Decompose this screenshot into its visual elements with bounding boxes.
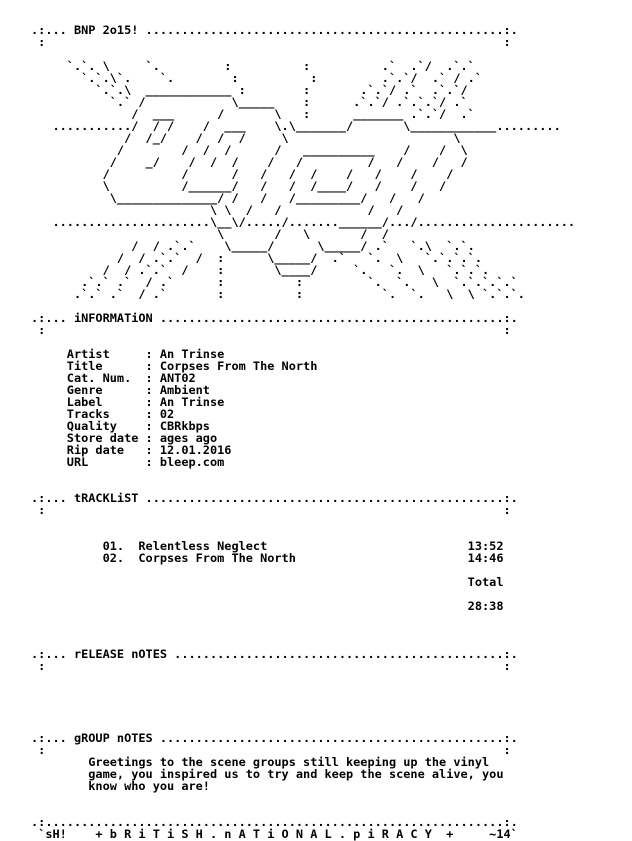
nfo-line: : : (31, 659, 518, 673)
nfo-line: ......................\__\/...../.......… (31, 215, 590, 229)
nfo-line: .:... iNFORMATiON ......................… (31, 311, 518, 325)
nfo-line: : : (31, 743, 518, 757)
nfo-line: `.`.\`. `. : : .`.`/ .` / .` (31, 71, 525, 85)
nfo-line: .........../ / / / ___ \.\_______/ \____… (31, 119, 576, 133)
nfo-line: Genre : Ambient (31, 383, 210, 397)
nfo-line: 01. Relentless Neglect 13:52 (31, 539, 504, 553)
nfo-line: / ___ / \ : _______ .`.`/ .` (31, 107, 525, 121)
nfo-line: .`.` .` / .` : : `. `. \ \ `.`.`. (31, 287, 554, 301)
nfo-line: 28:38 (31, 599, 504, 613)
nfo-line: Rip date : 12.01.2016 (31, 443, 232, 457)
nfo-line: 02. Corpses From The North 14:46 (31, 551, 504, 565)
nfo-line: .:... BNP 2o15! ........................… (31, 23, 518, 37)
nfo-line: \ \ / / / / (31, 203, 547, 217)
nfo-line: Greetings to the scene groups still keep… (31, 755, 490, 769)
nfo-line: .:... tRACKLiST ........................… (31, 491, 518, 505)
nfo-line: / / .`.` / : \_____/ .` `. \ `.`.`.`. (31, 251, 561, 265)
nfo-line: Cat. Num. : ANT02 (31, 371, 196, 385)
nfo-line: URL : bleep.com (31, 455, 225, 469)
nfo-line: / / .`.` / : \____/ `. `. \ `.`.`. (31, 263, 554, 277)
nfo-line: `.` / \_____ : .`.`/ .`.`.`/ .` (31, 95, 525, 109)
nfo-line: `.`.\ ____________ : : .`.`/ .` .`.`/ (31, 83, 525, 97)
nfo-line: Store date : ages ago (31, 431, 218, 445)
nfo-line: .:... gROUP nOTES ......................… (31, 731, 518, 745)
nfo-line: / / .`.` \_____/ \_____/ .` `.\ `.`. (31, 239, 561, 253)
nfo-line: .`.` .` / .` : : `. `. \ `.`.`.`.` (31, 275, 554, 289)
nfo-line: : : (31, 35, 518, 49)
nfo-line: / /_/ / / / \ \ (31, 131, 561, 145)
nfo-line: \______________/ / / /_________/ / / (31, 191, 547, 205)
nfo-line: `sH! + b R i T i S H . n A T i O N A L .… (31, 827, 518, 841)
nfo-line: : : (31, 323, 518, 337)
nfo-line: / / / / / __________ / / \ (31, 143, 554, 157)
nfo-line: Label : An Trinse (31, 395, 225, 409)
nfo-document: .:... BNP 2o15! ........................… (31, 24, 589, 840)
nfo-line: / _/ / / / / / / / / / (31, 155, 561, 169)
nfo-line: Total (31, 575, 504, 589)
nfo-line: Artist : An Trinse (31, 347, 225, 361)
nfo-line: know who you are! (31, 779, 210, 793)
nfo-line: game, you inspired us to try and keep th… (31, 767, 504, 781)
nfo-line: / / / / / / / / / / (31, 167, 554, 181)
nfo-line: : : (31, 503, 518, 517)
nfo-line: Tracks : 02 (31, 407, 175, 421)
nfo-line: `.`. \ `. : : .` .`/ .`.` (31, 59, 518, 73)
nfo-line: .:... rELEASE nOTES ....................… (31, 647, 518, 661)
nfo-line: \ /______/ / / /____/ / / / (31, 179, 554, 193)
nfo-line: Quality : CBRkbps (31, 419, 210, 433)
nfo-line: .:......................................… (31, 815, 518, 829)
nfo-line: \ / \ / / (31, 227, 554, 241)
nfo-line: Title : Corpses From The North (31, 359, 318, 373)
